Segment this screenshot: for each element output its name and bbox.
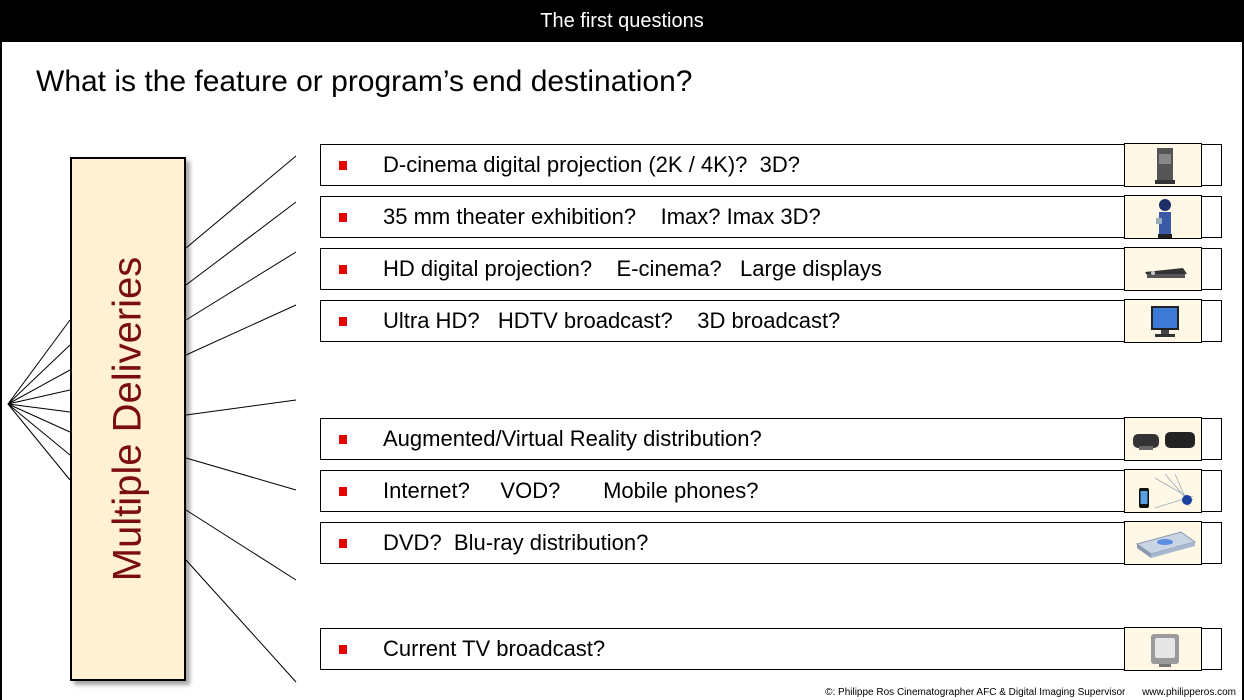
- disc-player-icon: [1124, 521, 1202, 565]
- delivery-row-text: 35 mm theater exhibition? Imax? Imax 3D?: [383, 204, 821, 229]
- bullet-icon: [339, 645, 347, 654]
- bullet-icon: [339, 435, 347, 444]
- video-projector-icon: [1124, 247, 1202, 291]
- footer-website: www.philipperos.com: [1142, 687, 1236, 698]
- delivery-row-text: Ultra HD? HDTV broadcast? 3D broadcast?: [383, 308, 841, 333]
- delivery-row-35mm: 35 mm theater exhibition? Imax? Imax 3D?: [320, 195, 1222, 239]
- film-projector-icon: [1124, 195, 1202, 239]
- slide-title-bar: The first questions: [0, 0, 1244, 42]
- delivery-row-text: DVD? Blu-ray distribution?: [383, 530, 649, 555]
- vr-headset-icon: [1124, 417, 1202, 461]
- delivery-row-text: Current TV broadcast?: [383, 636, 606, 661]
- footer-credit: ©: Philippe Ros Cinematographer AFC & Di…: [825, 687, 1236, 698]
- crt-tv-icon: [1124, 627, 1202, 671]
- delivery-row-internet: Internet? VOD? Mobile phones?: [320, 469, 1222, 513]
- question-heading: What is the feature or program’s end des…: [36, 65, 693, 98]
- slide-title: The first questions: [540, 10, 704, 32]
- multiple-deliveries-box: Multiple Deliveries: [70, 157, 186, 681]
- multiple-deliveries-label: Multiple Deliveries: [105, 256, 150, 582]
- delivery-row-ultra-hd: Ultra HD? HDTV broadcast? 3D broadcast?: [320, 299, 1222, 343]
- bullet-icon: [339, 161, 347, 170]
- bullet-icon: [339, 265, 347, 274]
- delivery-row-dcinema: D-cinema digital projection (2K / 4K)? 3…: [320, 143, 1222, 187]
- bullet-icon: [339, 213, 347, 222]
- delivery-row-vr: Augmented/Virtual Reality distribution?: [320, 417, 1222, 461]
- footer-credit-text: ©: Philippe Ros Cinematographer AFC & Di…: [825, 687, 1126, 698]
- delivery-row-tv-broadcast: Current TV broadcast?: [320, 627, 1222, 671]
- delivery-row-hd-projection: HD digital projection? E-cinema? Large d…: [320, 247, 1222, 291]
- phone-globe-icon: [1124, 469, 1202, 513]
- delivery-row-text: D-cinema digital projection (2K / 4K)? 3…: [383, 152, 800, 177]
- delivery-row-dvd: DVD? Blu-ray distribution?: [320, 521, 1222, 565]
- bullet-icon: [339, 539, 347, 548]
- delivery-row-text: Augmented/Virtual Reality distribution?: [383, 426, 762, 451]
- delivery-row-text: Internet? VOD? Mobile phones?: [383, 478, 759, 503]
- delivery-row-text: HD digital projection? E-cinema? Large d…: [383, 256, 882, 281]
- bullet-icon: [339, 487, 347, 496]
- projector-cabinet-icon: [1124, 143, 1202, 187]
- bullet-icon: [339, 317, 347, 326]
- flat-tv-icon: [1124, 299, 1202, 343]
